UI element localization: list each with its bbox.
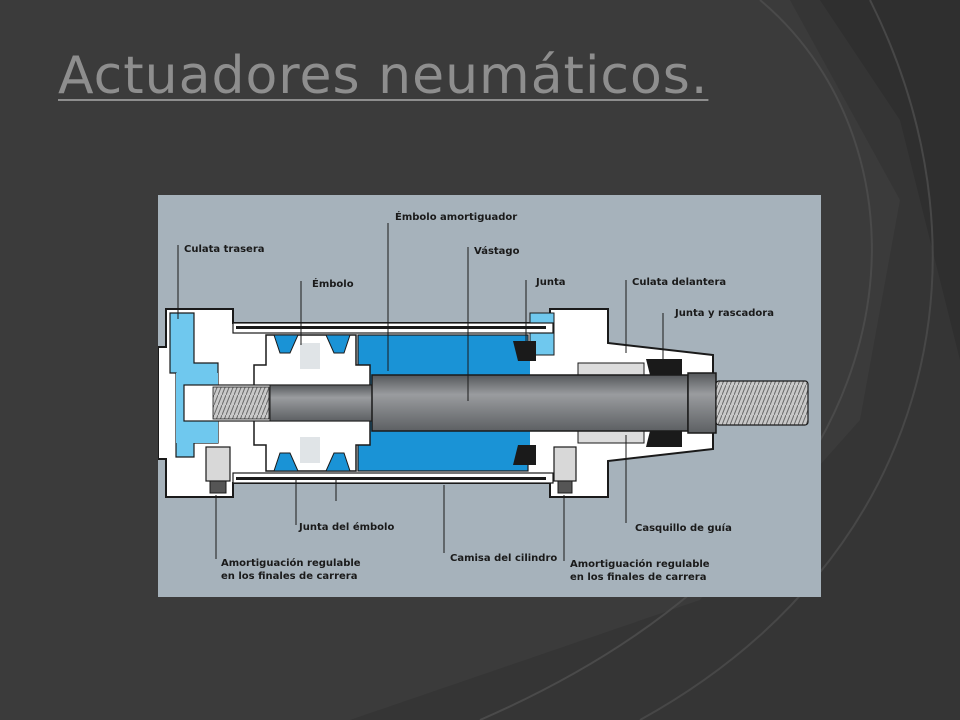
- label-culata-trasera: Culata trasera: [184, 244, 265, 255]
- label-culata-delantera: Culata delantera: [632, 277, 727, 288]
- label-embolo: Émbolo: [312, 279, 354, 290]
- label-amortiguacion-izq-line1: Amortiguación regulable: [221, 558, 361, 569]
- label-amortiguacion-der-line2: en los finales de carrera: [570, 572, 707, 583]
- label-amortiguacion-izq-line2: en los finales de carrera: [221, 571, 358, 582]
- slide-title: Actuadores neumáticos.: [58, 46, 709, 106]
- label-junta: Junta: [536, 277, 566, 288]
- label-camisa-cilindro: Camisa del cilindro: [450, 553, 558, 564]
- label-junta-rascadora: Junta y rascadora: [675, 308, 774, 319]
- label-vastago: Vástago: [474, 246, 520, 257]
- label-junta-embolo: Junta del émbolo: [299, 522, 395, 533]
- label-amortiguacion-der-line1: Amortiguación regulable: [570, 559, 710, 570]
- cylinder-diagram: Émbolo amortiguador Culata trasera Vásta…: [158, 195, 821, 597]
- label-casquillo-guia: Casquillo de guía: [635, 523, 732, 534]
- label-embolo-amortiguador: Émbolo amortiguador: [395, 212, 518, 223]
- cylinder-drawing: [158, 223, 809, 561]
